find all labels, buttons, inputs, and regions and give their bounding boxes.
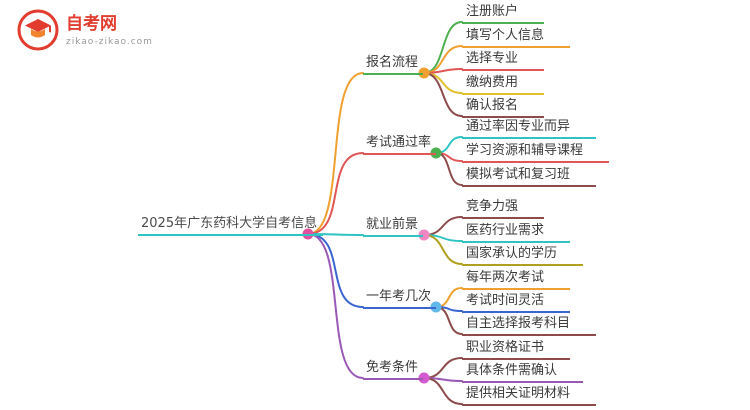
site-logo: 自考网 zikao-zikao.com bbox=[16, 8, 153, 52]
leaf-twice-yearly: 每年两次考试 bbox=[462, 269, 571, 290]
link-frequency-3 bbox=[435, 306, 463, 335]
leaf-choose-subjects: 自主选择报考科目 bbox=[462, 315, 597, 336]
leaf-choose-major: 选择专业 bbox=[462, 50, 545, 71]
leaf-register-account: 注册账户 bbox=[462, 3, 545, 24]
leaf-rate-varies: 通过率因专业而异 bbox=[462, 118, 597, 139]
leaf-competitive: 竞争力强 bbox=[462, 198, 545, 219]
link-registration-3 bbox=[423, 68, 463, 74]
leaf-fill-info: 填写个人信息 bbox=[462, 27, 571, 48]
link-career-1 bbox=[423, 216, 463, 236]
leaf-resources: 学习资源和辅导课程 bbox=[462, 142, 610, 163]
link-registration-5 bbox=[423, 72, 463, 117]
branch-registration: 报名流程 bbox=[363, 54, 424, 75]
link-frequency-2 bbox=[435, 306, 463, 312]
branch-frequency: 一年考几次 bbox=[363, 288, 437, 309]
link-passrate-3 bbox=[435, 152, 463, 186]
link-registration-2 bbox=[423, 45, 463, 74]
site-url: zikao-zikao.com bbox=[66, 37, 153, 47]
link-registration-4 bbox=[423, 72, 463, 94]
link-exemption-2 bbox=[423, 377, 463, 382]
link-root-frequency bbox=[307, 233, 364, 308]
link-frequency-1 bbox=[435, 287, 463, 308]
leaf-industry-demand: 医药行业需求 bbox=[462, 222, 571, 243]
link-root-exemption bbox=[307, 233, 364, 379]
leaf-confirm-conditions: 具体条件需确认 bbox=[462, 362, 584, 383]
graduation-cap-icon bbox=[17, 9, 59, 51]
branch-career: 就业前景 bbox=[363, 216, 424, 237]
link-exemption-1 bbox=[423, 357, 463, 379]
link-root-registration bbox=[307, 72, 364, 235]
site-name: 自考网 bbox=[66, 14, 117, 34]
leaf-qualification-cert: 职业资格证书 bbox=[462, 339, 571, 360]
leaf-flexible-time: 考试时间灵活 bbox=[462, 292, 571, 313]
branch-exemption: 免考条件 bbox=[363, 359, 424, 380]
root-topic: 2025年广东药科大学自考信息 bbox=[138, 215, 324, 236]
logo-text: 自考网 zikao-zikao.com bbox=[66, 8, 153, 48]
leaf-mock-exams: 模拟考试和复习班 bbox=[462, 166, 597, 187]
leaf-recognized-degree: 国家承认的学历 bbox=[462, 245, 584, 266]
leaf-pay-fee: 缴纳费用 bbox=[462, 74, 545, 95]
link-career-2 bbox=[423, 234, 463, 242]
leaf-confirm: 确认报名 bbox=[462, 97, 545, 118]
link-passrate-1 bbox=[435, 136, 463, 154]
leaf-provide-proof: 提供相关证明材料 bbox=[462, 385, 597, 406]
link-registration-1 bbox=[423, 21, 463, 74]
link-career-3 bbox=[423, 234, 463, 265]
branch-passrate: 考试通过率 bbox=[363, 134, 437, 155]
link-passrate-2 bbox=[435, 152, 463, 162]
link-exemption-3 bbox=[423, 377, 463, 405]
